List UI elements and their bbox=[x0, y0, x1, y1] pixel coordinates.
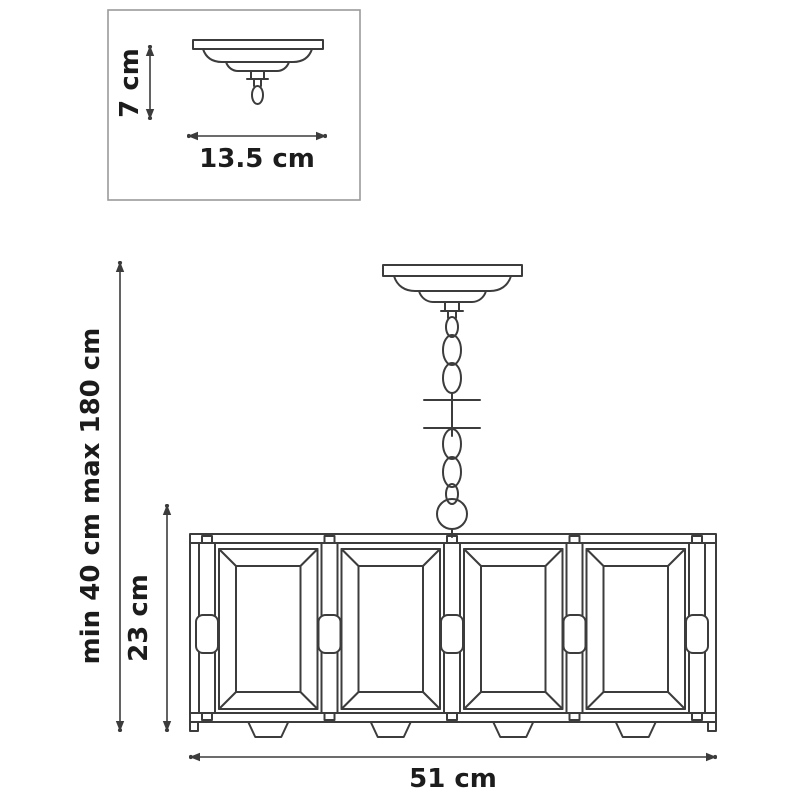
crystal-panel bbox=[218, 548, 319, 710]
crystal-panel bbox=[585, 548, 686, 710]
frame-strip bbox=[685, 535, 709, 721]
frame-strip bbox=[317, 535, 342, 721]
inset-border bbox=[107, 9, 361, 201]
shade-height-dimension: 23 cm bbox=[124, 505, 167, 731]
shade-height-label: 23 cm bbox=[124, 574, 154, 662]
ceiling-canopy-drawing bbox=[382, 264, 523, 338]
shade-width-dimension: 51 cm bbox=[190, 757, 716, 794]
frame-strip bbox=[195, 535, 219, 721]
inset-width-dimension: 13.5 cm bbox=[188, 136, 326, 174]
drum-shade-drawing bbox=[189, 533, 717, 738]
shade-width-label: 51 cm bbox=[409, 764, 497, 794]
suspension-height-dimension: min 40 cm max 180 cm bbox=[76, 262, 120, 731]
inset-height-label: 7 cm bbox=[115, 48, 145, 118]
crystal-panel bbox=[463, 548, 564, 710]
shade-edge-foot bbox=[189, 721, 199, 732]
inset-canopy-drawing bbox=[192, 39, 324, 105]
shade-edge-foot bbox=[707, 721, 717, 732]
shade-foot bbox=[247, 721, 290, 738]
chain-link bbox=[442, 362, 462, 394]
frame-strip bbox=[562, 535, 587, 721]
shade-foot bbox=[492, 721, 535, 738]
chain-link bbox=[442, 334, 462, 366]
inset-panel: 7 cm 13.5 cm bbox=[107, 9, 361, 201]
chain-link bbox=[442, 456, 462, 488]
shade-outline bbox=[189, 533, 717, 723]
frame-strip bbox=[440, 535, 464, 721]
crystal-panel bbox=[340, 548, 441, 710]
shade-foot bbox=[614, 721, 657, 738]
chain-link-small bbox=[445, 483, 459, 505]
inset-height-dimension: 7 cm bbox=[115, 46, 150, 119]
inset-width-label: 13.5 cm bbox=[199, 144, 315, 174]
shade-foot bbox=[369, 721, 412, 738]
chain-link bbox=[442, 428, 462, 460]
suspension-height-label: min 40 cm max 180 cm bbox=[76, 328, 106, 665]
chain-drawing bbox=[423, 334, 481, 538]
